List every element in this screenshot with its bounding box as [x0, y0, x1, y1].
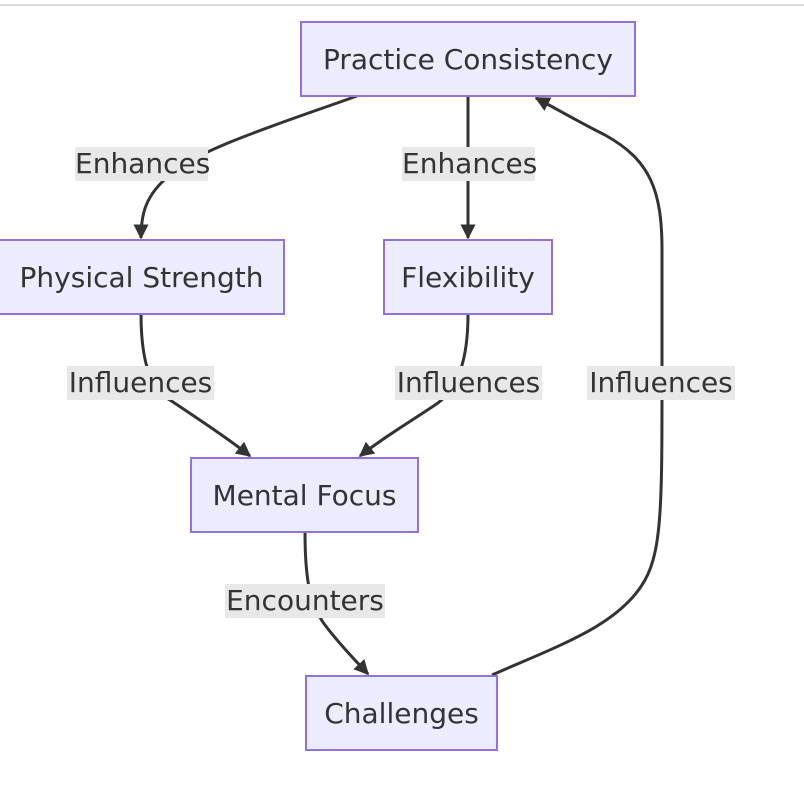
node-flexibility-label: Flexibility — [401, 260, 535, 294]
node-mental-focus-label: Mental Focus — [212, 478, 397, 512]
edge-strength-to-focus — [139, 313, 252, 458]
edge-label-consistency-to-flexibility: Enhances — [402, 147, 538, 181]
edge-focus-to-challenges — [303, 531, 370, 676]
edge-label-strength-to-focus: Influences — [67, 366, 214, 400]
edge-label-challenges-to-consistency: Influences — [587, 366, 735, 400]
node-physical-strength-label: Physical Strength — [19, 260, 264, 294]
edge-challenges-to-consistency — [491, 96, 664, 677]
node-practice-consistency-label: Practice Consistency — [322, 42, 614, 76]
node-mental-focus[interactable]: Mental Focus — [190, 457, 419, 533]
edge-label-consistency-to-strength: Enhances — [75, 147, 211, 181]
edge-label-flexibility-to-focus: Influences — [395, 366, 542, 400]
node-practice-consistency[interactable]: Practice Consistency — [300, 21, 636, 97]
node-challenges[interactable]: Challenges — [305, 675, 498, 751]
edge-flexibility-to-focus — [358, 313, 470, 458]
node-challenges-label: Challenges — [324, 696, 479, 730]
edge-label-focus-to-challenges: Encounters — [225, 584, 385, 618]
node-flexibility[interactable]: Flexibility — [383, 239, 553, 315]
top-divider — [0, 4, 804, 6]
node-physical-strength[interactable]: Physical Strength — [0, 239, 285, 315]
